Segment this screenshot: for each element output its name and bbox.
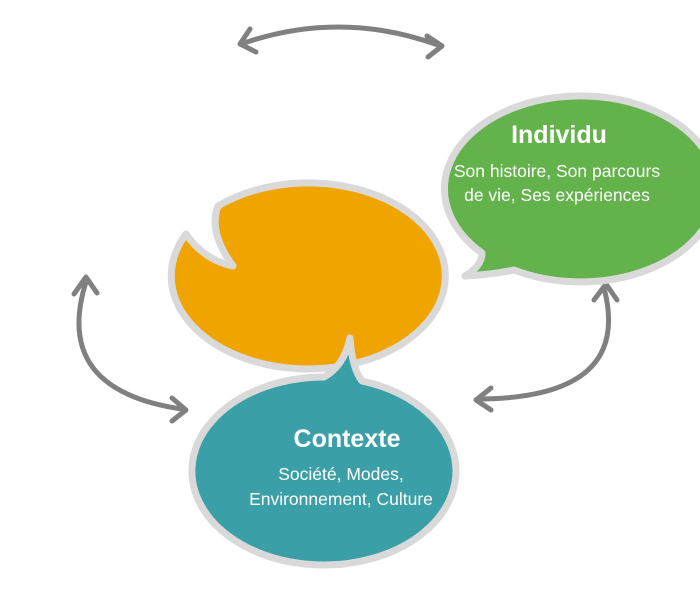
substance-title: Substance xyxy=(74,115,201,143)
contexte-desc-line2: Environnement, Culture xyxy=(249,489,433,509)
individu-title: Individu xyxy=(511,121,607,149)
arrow-substance-contexte xyxy=(71,274,189,424)
substance-bubble-shape xyxy=(167,179,449,373)
substance-desc-line1: Alcool, Drogue, Tabac, xyxy=(51,155,227,175)
individu-bubble-shape xyxy=(441,92,700,286)
individu-desc-line2: de vie, Ses expériences xyxy=(464,185,650,205)
individu-desc-line1: Son histoire, Son parcours xyxy=(454,161,660,181)
substance-bubble: Substance Alcool, Drogue, Tabac, Jeux, P… xyxy=(51,115,449,373)
individu-bubble: Individu Son histoire, Son parcours de v… xyxy=(441,92,700,286)
contexte-desc-line1: Société, Modes, xyxy=(278,464,403,484)
substance-desc-line2: Jeux, Pornographie xyxy=(59,179,211,199)
contexte-bubble: Contexte Société, Modes, Environnement, … xyxy=(188,334,460,569)
contexte-title: Contexte xyxy=(294,425,401,453)
arrow-individu-contexte xyxy=(473,281,620,413)
contexte-bubble-shape xyxy=(188,334,460,569)
arrow-substance-individu xyxy=(237,24,445,60)
